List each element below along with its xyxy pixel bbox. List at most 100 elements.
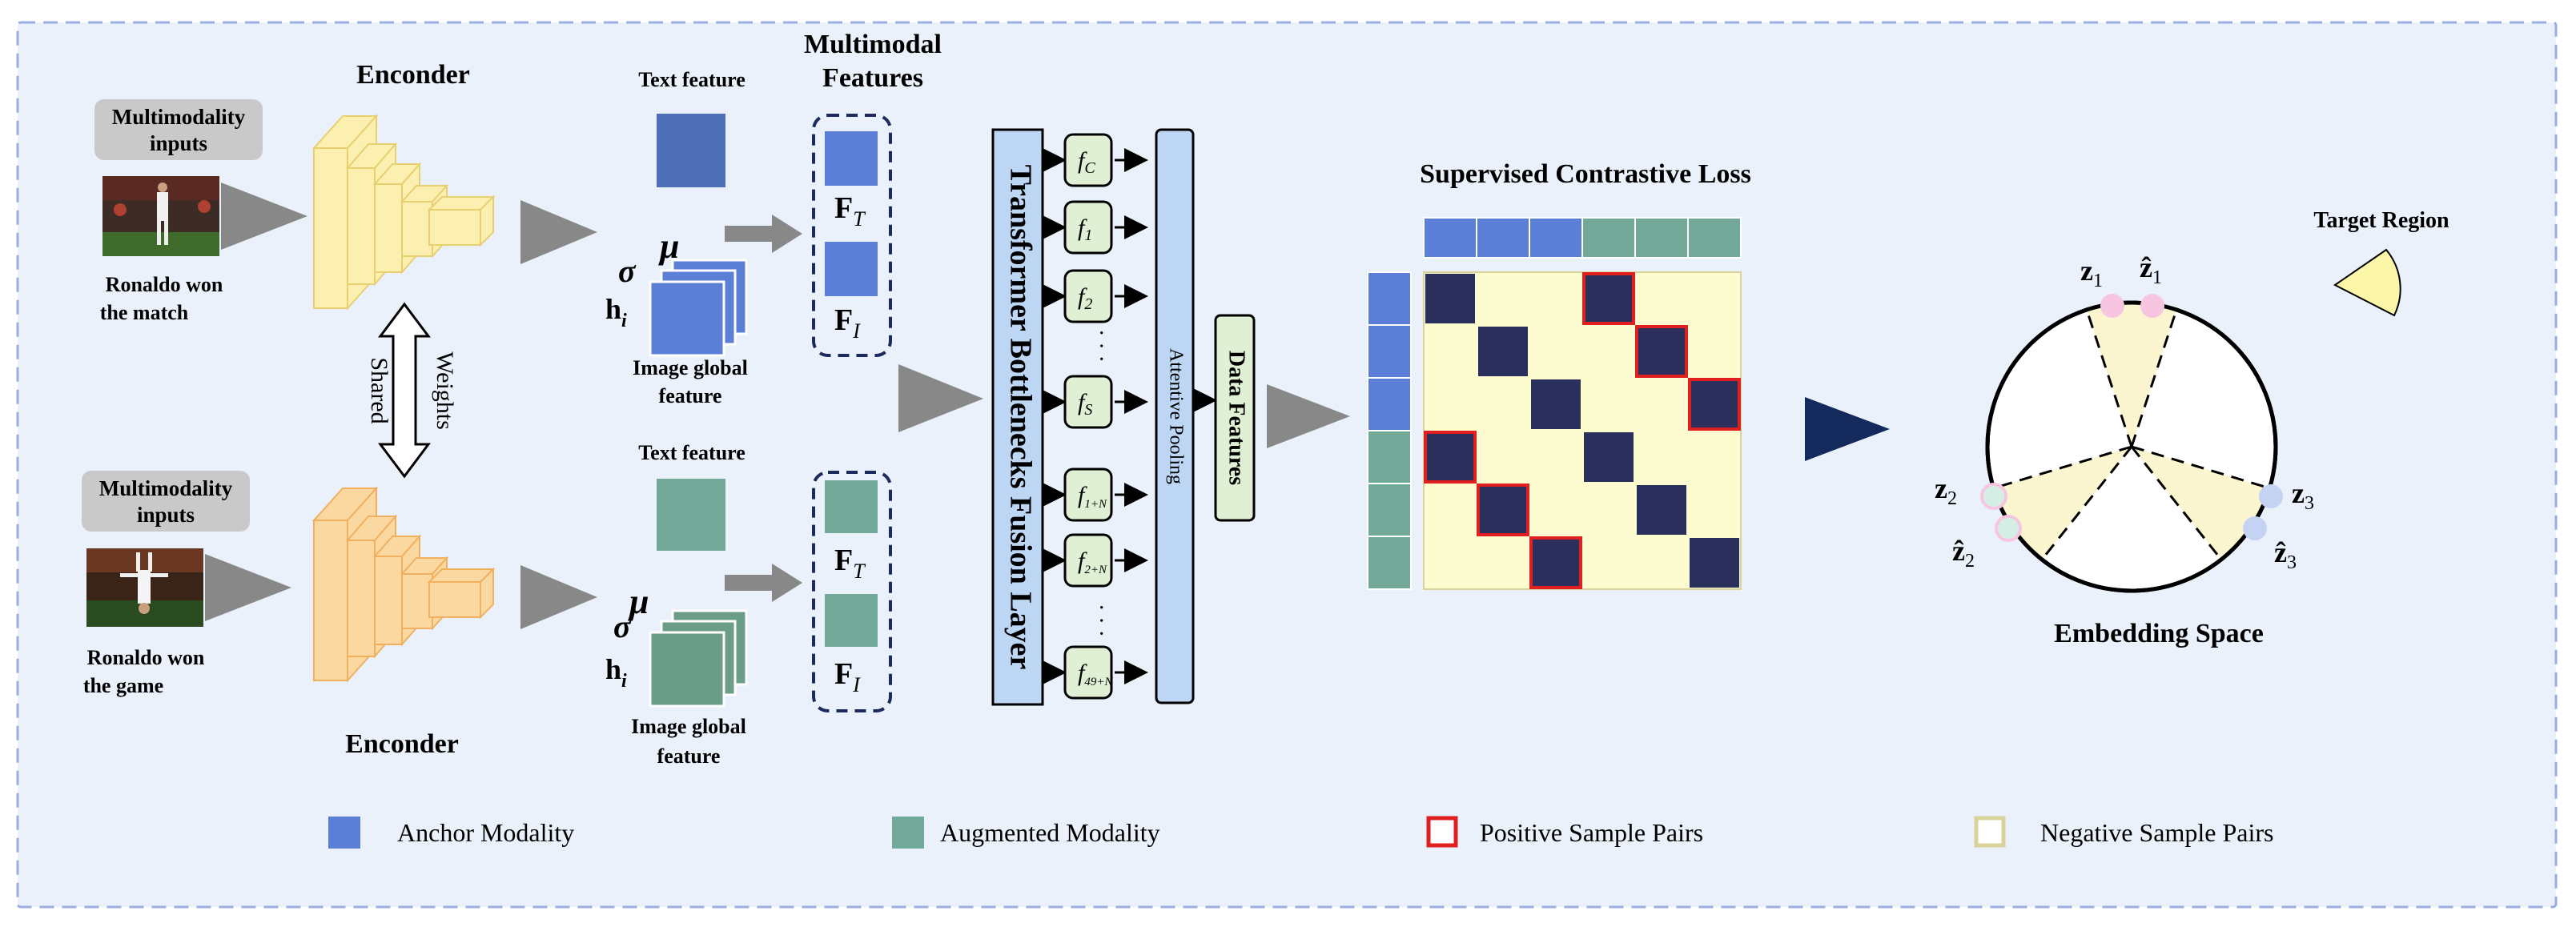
encoder-title-top: Enconder <box>356 60 470 90</box>
matrix-row-header <box>1367 430 1412 484</box>
matrix-diagonal-cell <box>1425 274 1475 323</box>
weights-label: Weights <box>432 351 458 430</box>
arrow-encoder-to-features-top <box>520 200 597 264</box>
matrix-positive-cell <box>1688 378 1741 431</box>
z3hat-label: ẑ3 <box>2274 536 2297 573</box>
legend-positive-label: Positive Sample Pairs <box>1480 818 1703 847</box>
token-label: f1+N <box>1078 482 1107 511</box>
input-image-top <box>102 176 219 256</box>
matrix-col-header <box>1687 217 1742 259</box>
matrix-col-header <box>1476 217 1530 259</box>
arrow-encoder-to-features-bottom <box>520 565 597 629</box>
target-sector-2 <box>1993 447 2132 560</box>
contrastive-matrix <box>1367 217 1742 590</box>
matrix-diagonal-cell <box>1690 538 1739 588</box>
matrix-col-header <box>1581 217 1636 259</box>
legend-anchor-label: Anchor Modality <box>397 818 574 847</box>
ellipsis-lower: · · · <box>1088 604 1113 637</box>
target-sector-1 <box>2087 303 2176 447</box>
ft-square-bottom <box>825 480 878 533</box>
text-feature-label-bottom: Text feature <box>638 441 745 464</box>
fi-label-bottom: FI <box>834 657 861 696</box>
attentive-pooling <box>1155 128 1195 704</box>
sigma-bottom: σ <box>613 608 632 644</box>
embedding-circle-group <box>1985 300 2278 593</box>
input-label-box-bottom <box>82 471 250 532</box>
arrow-image-to-encoder-bottom <box>205 554 291 621</box>
z1hat-point <box>2140 294 2164 318</box>
legend-positive-swatch <box>1426 816 1458 848</box>
ft-label-bottom: FT <box>834 544 866 583</box>
ft-square-top <box>825 131 878 186</box>
z3-label: z3 <box>2292 477 2314 514</box>
matrix-row-header <box>1367 377 1412 431</box>
z2hat-label: ẑ2 <box>1952 535 1975 572</box>
fi-square-top <box>825 242 878 296</box>
matrix-row-header <box>1367 271 1412 326</box>
target-sector-3 <box>2132 447 2270 560</box>
matrix-positive-cell <box>1635 325 1688 378</box>
ellipsis-upper: · · · <box>1088 329 1113 363</box>
target-region-icon <box>2333 248 2401 317</box>
fusion-layer <box>991 128 1044 706</box>
caption-top-line2: the match <box>100 301 189 324</box>
z2-point <box>1980 483 2007 510</box>
matrix-row-header <box>1367 483 1412 537</box>
image-global-bottom-line2: feature <box>657 744 721 768</box>
token-box <box>1063 375 1113 429</box>
token-box <box>1063 200 1113 255</box>
z2hat-point <box>1995 515 2022 542</box>
arrow-to-fusion <box>898 364 983 432</box>
token-box <box>1063 468 1113 522</box>
legend-augmented-swatch <box>892 817 924 849</box>
z3-point <box>2259 484 2283 508</box>
matrix-diagonal-cell <box>1531 379 1581 429</box>
data-features-label: Data Features <box>1224 351 1249 485</box>
shared-weights-arrow <box>378 302 431 479</box>
token-box <box>1063 269 1113 323</box>
token-box <box>1063 133 1113 187</box>
text-feature-label-top: Text feature <box>638 68 745 91</box>
z1-label: z1 <box>2080 255 2103 291</box>
input-label-top-line1: Multimodality <box>112 105 246 129</box>
matrix-col-header <box>1634 217 1689 259</box>
caption-bottom-line1: Ronaldo won <box>87 646 205 669</box>
matrix-positive-cell <box>1424 431 1477 484</box>
legend-negative-swatch <box>1974 816 2006 848</box>
z1-point <box>2100 294 2124 318</box>
matrix-positive-cell <box>1582 272 1635 325</box>
input-label-bottom-line2: inputs <box>137 503 195 527</box>
multimodal-box-bottom <box>812 471 892 712</box>
input-image-bottom <box>86 548 203 627</box>
matrix-title: Supervised Contrastive Loss <box>1420 159 1751 189</box>
fusion-label: Transformer Bottlenecks Fusion Layer <box>1003 165 1037 670</box>
shared-label: Shared <box>366 357 392 423</box>
embedding-title: Embedding Space <box>2054 619 2264 648</box>
mu-bottom: μ <box>628 582 649 621</box>
ft-label-top: FT <box>834 191 866 231</box>
token-box <box>1063 533 1113 588</box>
target-region-label: Target Region <box>2313 208 2449 233</box>
image-feature-stack-top <box>649 259 748 357</box>
arrow-image-to-encoder-top <box>221 183 307 250</box>
caption-top-line1: Ronaldo won <box>106 273 223 296</box>
data-features-box <box>1214 314 1256 522</box>
z1hat-label: ẑ1 <box>2140 251 2162 288</box>
encoder-title-bottom: Enconder <box>345 729 459 759</box>
multimodal-title-line1: Multimodal <box>804 30 942 59</box>
matrix-row-header <box>1367 536 1412 590</box>
multimodal-title-line2: Features <box>822 63 923 93</box>
matrix-diagonal-cell <box>1478 327 1528 376</box>
matrix-positive-cell <box>1529 536 1582 589</box>
h-bottom: hi <box>605 653 627 692</box>
image-global-top-line2: feature <box>659 384 722 407</box>
encoder-top <box>311 114 496 311</box>
arrow-to-matrix <box>1267 384 1350 448</box>
h-top: hi <box>605 293 627 331</box>
matrix-col-header <box>1529 217 1583 259</box>
matrix-positive-cell <box>1477 484 1529 536</box>
arrow-to-multimodal-top <box>725 215 802 253</box>
token-box <box>1063 645 1113 700</box>
